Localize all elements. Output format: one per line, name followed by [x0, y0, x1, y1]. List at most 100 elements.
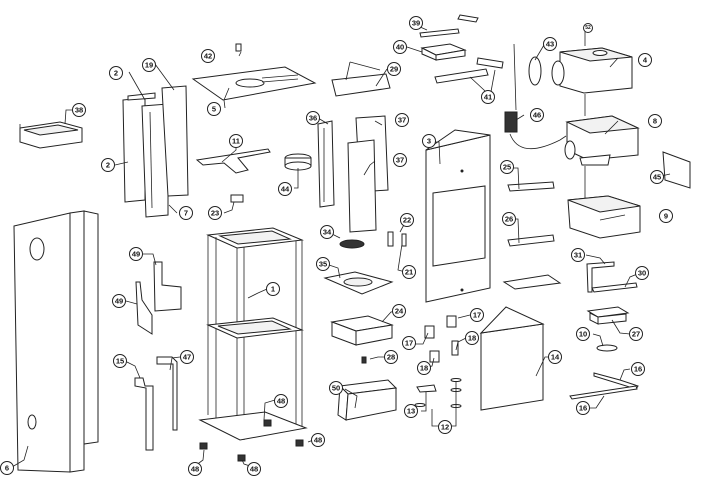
- part-clip-18a: [429, 350, 440, 363]
- callout-26: 26: [502, 212, 516, 226]
- callout-48d: 48: [247, 462, 261, 476]
- callout-label: 5: [212, 105, 216, 114]
- callout-16b: 16: [576, 401, 590, 415]
- part-leg-15: [134, 377, 154, 451]
- callout-label: 13: [407, 407, 415, 416]
- callout-label: 49: [132, 250, 140, 259]
- callout-label: 49: [115, 297, 123, 306]
- callout-label: 48: [250, 465, 258, 474]
- callout-2b: 2: [101, 158, 115, 172]
- callout-label: 19: [145, 61, 153, 70]
- callout-43: 43: [543, 37, 557, 51]
- part-tray-38: [19, 121, 83, 149]
- callout-11: 11: [229, 134, 243, 148]
- part-clip-18b: [451, 340, 459, 356]
- callout-label: 2: [114, 69, 118, 78]
- callout-label: 37: [396, 156, 404, 165]
- part-clip-23: [230, 194, 244, 203]
- part-hinge-21: [401, 233, 407, 247]
- callout-41: 41: [481, 90, 495, 104]
- callout-label: 23: [211, 209, 219, 218]
- callout-42: 42: [201, 49, 215, 63]
- callout-label: 17: [473, 311, 481, 320]
- part-bracket-49b: [135, 281, 153, 335]
- callout-8: 8: [648, 114, 662, 128]
- callout-label: 4: [643, 56, 648, 65]
- callout-7: 7: [179, 206, 193, 220]
- callout-38: 38: [72, 103, 86, 117]
- callout-4: 4: [638, 53, 652, 67]
- callout-label: 35: [319, 260, 327, 269]
- callout-45: 45: [650, 170, 664, 184]
- part-feet-48: [199, 419, 304, 462]
- callout-label: 40: [396, 43, 404, 52]
- callout-17a: 17: [402, 336, 416, 350]
- callout-9: 9: [659, 209, 673, 223]
- part-gasket-43: [528, 56, 542, 86]
- callout-44: 44: [278, 182, 292, 196]
- callout-label: 15: [116, 357, 124, 366]
- part-block-40: [420, 43, 467, 61]
- callout-48a: 48: [274, 394, 288, 408]
- part-side-panel-6: [13, 210, 99, 473]
- part-sensor-28: [361, 356, 367, 364]
- part-clip-17a: [424, 325, 435, 339]
- callout-label: 27: [632, 330, 640, 339]
- callout-label: 16: [579, 404, 587, 413]
- callout-6: 6: [0, 461, 14, 475]
- callout-label: 43: [546, 40, 554, 49]
- part-tray-24: [330, 315, 394, 346]
- callout-label: 47: [183, 353, 191, 362]
- callout-16a: 16: [631, 362, 645, 376]
- callout-19: 19: [142, 58, 156, 72]
- callout-label: 10: [579, 330, 587, 339]
- callout-label: 46: [533, 111, 541, 120]
- callout-label: 34: [323, 228, 332, 237]
- callout-label: 16: [634, 365, 642, 374]
- callout-37b: 37: [393, 153, 407, 167]
- callout-30: 30: [635, 266, 649, 280]
- part-side-panel-14: [479, 306, 545, 411]
- callout-31: 31: [571, 248, 585, 262]
- part-front-door-3: [425, 129, 491, 303]
- callout-47: 47: [180, 350, 194, 364]
- callout-label: 44: [281, 185, 290, 194]
- part-ring-10: [596, 344, 618, 352]
- part-side-panels-2-19-7: [122, 85, 189, 218]
- callout-14: 14: [548, 350, 562, 364]
- callout-28: 28: [384, 350, 398, 364]
- callout-label: 17: [405, 339, 413, 348]
- part-panels-36-37: [317, 115, 389, 233]
- part-bracket-29: [331, 61, 391, 97]
- callout-36: 36: [306, 111, 320, 125]
- callout-label: 8: [653, 117, 657, 126]
- part-fan-housing-4: [551, 30, 633, 94]
- callout-label: 18: [468, 334, 476, 343]
- part-igniter-46: [504, 43, 567, 150]
- callout-34: 34: [320, 225, 334, 239]
- part-plate-11: [195, 148, 271, 174]
- callout-27: 27: [629, 327, 643, 341]
- callout-label: 36: [309, 114, 317, 123]
- callout-label: 39: [412, 19, 420, 28]
- callout-22: 22: [400, 213, 414, 227]
- part-tray-plate: [502, 274, 562, 290]
- callout-label: 24: [395, 307, 404, 316]
- callout-15: 15: [113, 354, 127, 368]
- callout-label: 1: [271, 285, 275, 294]
- part-bracket-25: [507, 181, 555, 192]
- callout-2a: 2: [109, 66, 123, 80]
- part-bracket-26: [507, 234, 555, 247]
- callout-48b: 48: [311, 433, 325, 447]
- part-ash-box-9: [567, 195, 641, 239]
- callout-40: 40: [393, 40, 407, 54]
- part-hinge-22: [387, 231, 394, 247]
- callout-label: 52: [585, 25, 591, 31]
- callout-label: 6: [5, 464, 9, 473]
- callout-label: 41: [484, 93, 492, 102]
- callout-46: 46: [530, 108, 544, 122]
- callout-label: 3: [427, 137, 431, 146]
- part-hopper-50: [337, 379, 398, 421]
